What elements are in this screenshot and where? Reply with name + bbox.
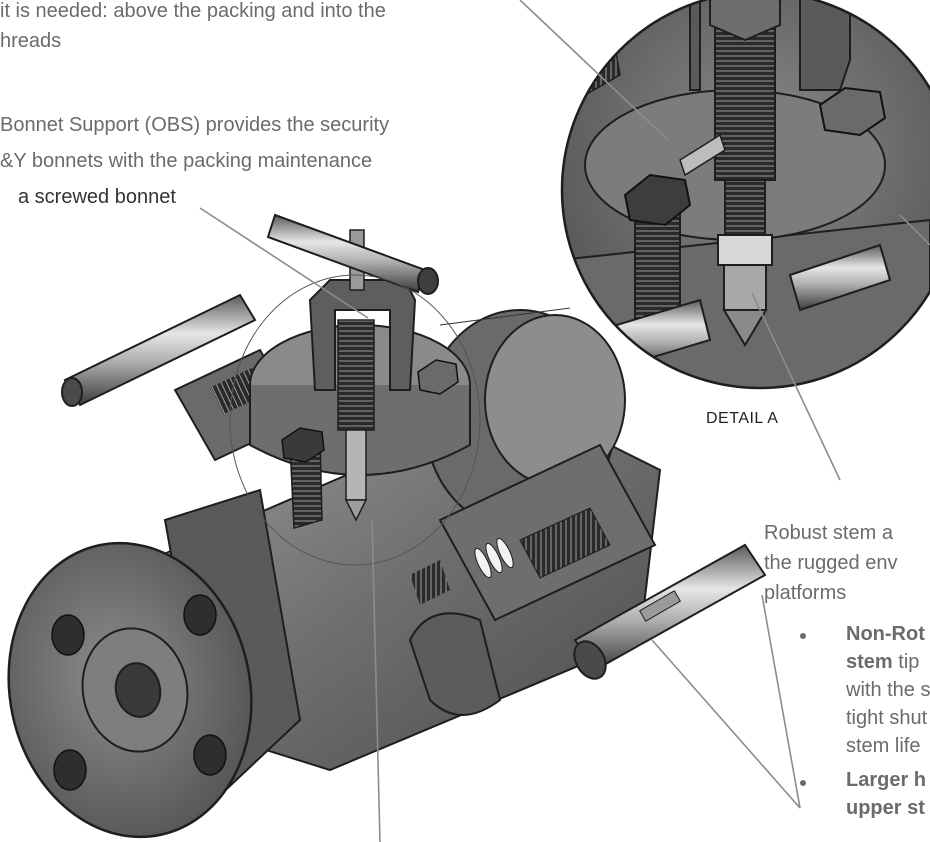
detail-magnifier-circle — [562, 0, 930, 388]
obs-text-line2: &Y bonnets with the packing maintenance — [0, 150, 373, 172]
right-bonnet — [410, 443, 767, 680]
leader-lines — [199, 0, 930, 842]
bullet-dot-2 — [800, 780, 806, 786]
flange — [7, 488, 302, 839]
bullet-dot-1 — [800, 633, 806, 639]
top-text-line2: hreads — [0, 30, 62, 52]
detail-a-label: DETAIL A — [706, 410, 779, 427]
bullet1-rest-b: tip — [892, 651, 920, 673]
bullet1-bold-a: Non-Rot — [846, 623, 925, 645]
bullet1-line2: stem tip — [846, 648, 919, 676]
center-bonnet — [249, 213, 471, 529]
bullet2-bold-b: upper st — [846, 797, 925, 819]
robust-text-line1: Robust stem a — [764, 522, 893, 544]
bullet1-line3: with the s — [846, 679, 930, 701]
detail-reference-circle — [229, 274, 481, 566]
robust-text-line2: the rugged env — [764, 552, 898, 574]
top-text-line1: it is needed: above the packing and into… — [0, 0, 386, 22]
bullet1-line4: tight shut — [846, 707, 928, 729]
robust-text-line3: platforms — [764, 582, 847, 604]
bullet1-bold-b: stem — [846, 651, 893, 673]
obs-text-line3: a screwed bonnet — [18, 186, 176, 208]
obs-text-line1: Bonnet Support (OBS) provides the securi… — [0, 114, 390, 136]
bullet2-bold-a: Larger h — [846, 769, 927, 791]
bullet1-line5: stem life — [846, 735, 921, 757]
